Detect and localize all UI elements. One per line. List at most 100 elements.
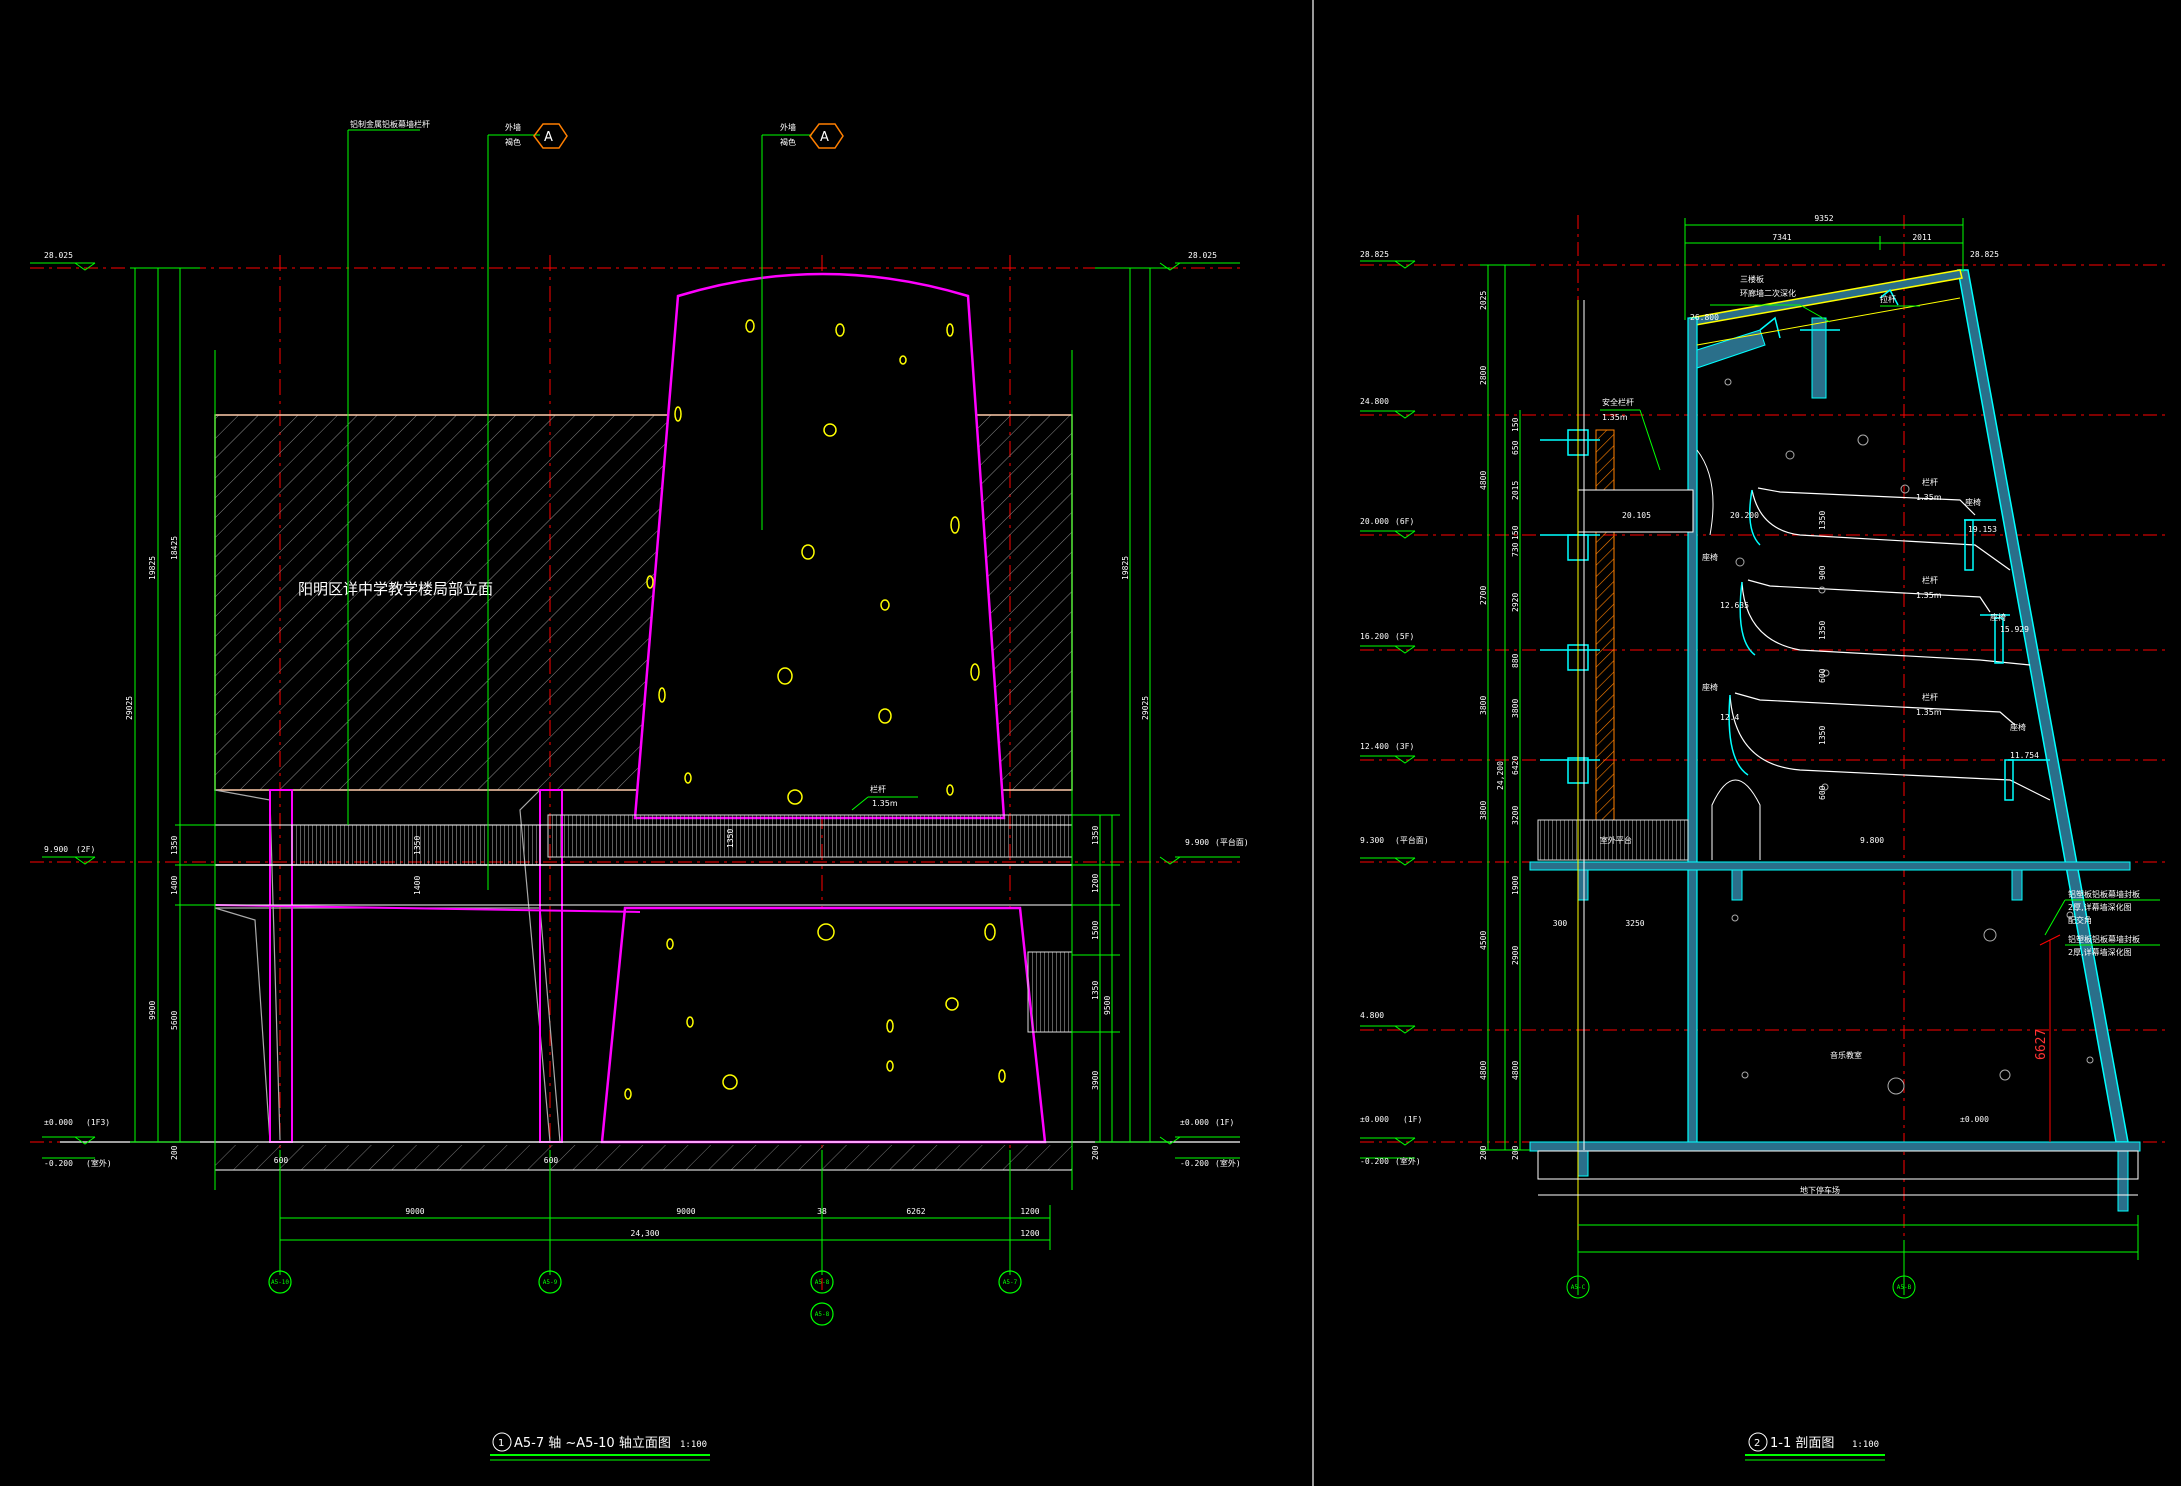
elevation-text: (平台面) xyxy=(1215,837,1249,847)
dim-text: 4800 xyxy=(1479,471,1488,490)
elevation-text: 19.153 xyxy=(1968,525,1997,534)
axis-label: A5-C xyxy=(1571,1284,1586,1291)
dim-text: 9900 xyxy=(148,1001,157,1020)
label-text: 铝塑板铝板幕墙封板 xyxy=(2068,934,2140,944)
sloped-facade xyxy=(1957,269,2129,1143)
elevation-text: 4.800 xyxy=(1360,1011,1384,1020)
elevation-text: 20.000 xyxy=(1360,517,1389,526)
view-number: 2 xyxy=(1754,1438,1760,1449)
elevation-text: 24.800 xyxy=(1360,397,1389,406)
label-text: 座椅 xyxy=(1702,682,1718,692)
elevation-text: 16.200 xyxy=(1360,632,1389,641)
leader-text: 外墙 xyxy=(505,122,521,132)
elevation-text: 12.400 xyxy=(1360,742,1389,751)
dim-text: 2015 xyxy=(1511,481,1520,500)
elevation-text: 28.825 xyxy=(1970,250,1999,259)
label-text: 1.35m xyxy=(1916,591,1942,600)
dim-text: 1350 xyxy=(1818,726,1827,745)
label-text: 配交角 xyxy=(2068,915,2092,925)
elevation-text: (6F) xyxy=(1395,517,1414,526)
dim-text: 200 xyxy=(1479,1145,1488,1160)
elevation-text: 9.900 xyxy=(44,845,68,854)
dim-text: 24,200 xyxy=(1496,761,1505,790)
label-text: 拉杆 xyxy=(1880,294,1896,304)
dim-text: 4800 xyxy=(1479,1061,1488,1080)
label-text: 三楼板 xyxy=(1740,274,1764,284)
leader-text: 1.35m xyxy=(872,799,898,808)
dim-text: 1400 xyxy=(170,876,179,895)
dim-text: 2920 xyxy=(1511,593,1520,612)
balcony-tiers xyxy=(1729,487,2051,801)
elevation-text: (3F) xyxy=(1395,742,1414,751)
label-text: 室外平台 xyxy=(1600,835,1632,845)
dim-text: 24,300 xyxy=(631,1229,660,1238)
dim-text: 9000 xyxy=(405,1207,424,1216)
elevation-text: 28.025 xyxy=(1188,251,1217,260)
elevation-text: 9.300 xyxy=(1360,836,1384,845)
view-title: A5-7 轴 ~A5-10 轴立面图 xyxy=(514,1436,671,1451)
label-text: 音乐教室 xyxy=(1830,1050,1862,1060)
view-scale: 1:100 xyxy=(680,1440,707,1450)
dim-text: 7341 xyxy=(1772,233,1791,242)
dim-text: 1200 xyxy=(1020,1229,1039,1238)
dim-text: 600 xyxy=(544,1156,559,1165)
view-number: 1 xyxy=(498,1438,504,1449)
dim-text: 4800 xyxy=(1511,1061,1520,1080)
dim-text: 1400 xyxy=(413,876,422,895)
dim-text: 6262 xyxy=(906,1207,925,1216)
elevation-text: (室外) xyxy=(1395,1156,1421,1166)
right-section-view: 6627 xyxy=(1360,214,2170,1461)
view-scale: 1:100 xyxy=(1852,1440,1879,1450)
axis-label: A5-9 xyxy=(543,1279,558,1286)
dim-text: 19825 xyxy=(148,556,157,580)
dim-text: 300 xyxy=(1553,919,1568,928)
leader-text: 铝制金属铝板幕墙栏杆 xyxy=(350,119,430,129)
elevation-text: -0.200 xyxy=(1360,1157,1389,1166)
elevation-text: 28.025 xyxy=(44,251,73,260)
label-text: 铝塑板铝板幕墙封板 xyxy=(2068,889,2140,899)
elevation-text: 15.929 xyxy=(2000,625,2029,634)
axis-label: A5-10 xyxy=(271,1279,289,1286)
dim-text: 3200 xyxy=(1511,806,1520,825)
dim-text: 200 xyxy=(170,1145,179,1160)
elevation-text: 26.800 xyxy=(1690,313,1719,322)
view-title: 1-1 剖面图 xyxy=(1770,1436,1834,1451)
label-text: 栏杆 xyxy=(1922,575,1938,585)
tag-letter: A xyxy=(544,130,553,145)
label-text: 栏杆 xyxy=(1922,692,1938,702)
elevation-text: ±0.000 xyxy=(1960,1115,1989,1124)
elevation-text: (平台面) xyxy=(1395,835,1429,845)
dim-text: 880 xyxy=(1511,653,1520,668)
dim-text: 650 xyxy=(1511,440,1520,455)
label-text: 座椅 xyxy=(2010,722,2026,732)
label-text: 栏杆 xyxy=(1922,477,1938,487)
dim-text: 4500 xyxy=(1479,931,1488,950)
elevation-text: (1F3) xyxy=(86,1118,110,1127)
dim-text: 9000 xyxy=(676,1207,695,1216)
leader-text: 栏杆 xyxy=(870,784,886,794)
dim-text: 38 xyxy=(817,1207,827,1216)
axis-label: A5-7 xyxy=(1003,1279,1018,1286)
elevation-text: (室外) xyxy=(1215,1158,1241,1168)
axis-label: A5-B xyxy=(1897,1284,1912,1291)
dim-text: 900 xyxy=(1818,565,1827,580)
cone-base xyxy=(600,906,1047,1144)
label-text: 座椅 xyxy=(1965,497,1981,507)
dim-text: 3800 xyxy=(1479,801,1488,820)
balcony-railing-right xyxy=(547,814,1073,858)
label-text: 安全栏杆 xyxy=(1602,397,1634,407)
dim-text: 3800 xyxy=(1479,696,1488,715)
dim-text: 600 xyxy=(1818,785,1827,800)
label-text: 1.35m xyxy=(1602,413,1628,422)
axis-label: A5-8 xyxy=(815,1279,830,1286)
elevation-text: 12.4 xyxy=(1720,713,1739,722)
dim-text: 1500 xyxy=(1091,921,1100,940)
dim-text: 5600 xyxy=(170,1011,179,1030)
elevation-text: (室外) xyxy=(86,1158,112,1168)
dim-text: 1350 xyxy=(1091,826,1100,845)
leader-text: 外墙 xyxy=(780,122,796,132)
dim-text: 600 xyxy=(1818,668,1827,683)
left-wall-brick xyxy=(1595,429,1615,821)
inner-wall xyxy=(1687,317,1698,1149)
elevation-text: (1F) xyxy=(1215,1118,1234,1127)
